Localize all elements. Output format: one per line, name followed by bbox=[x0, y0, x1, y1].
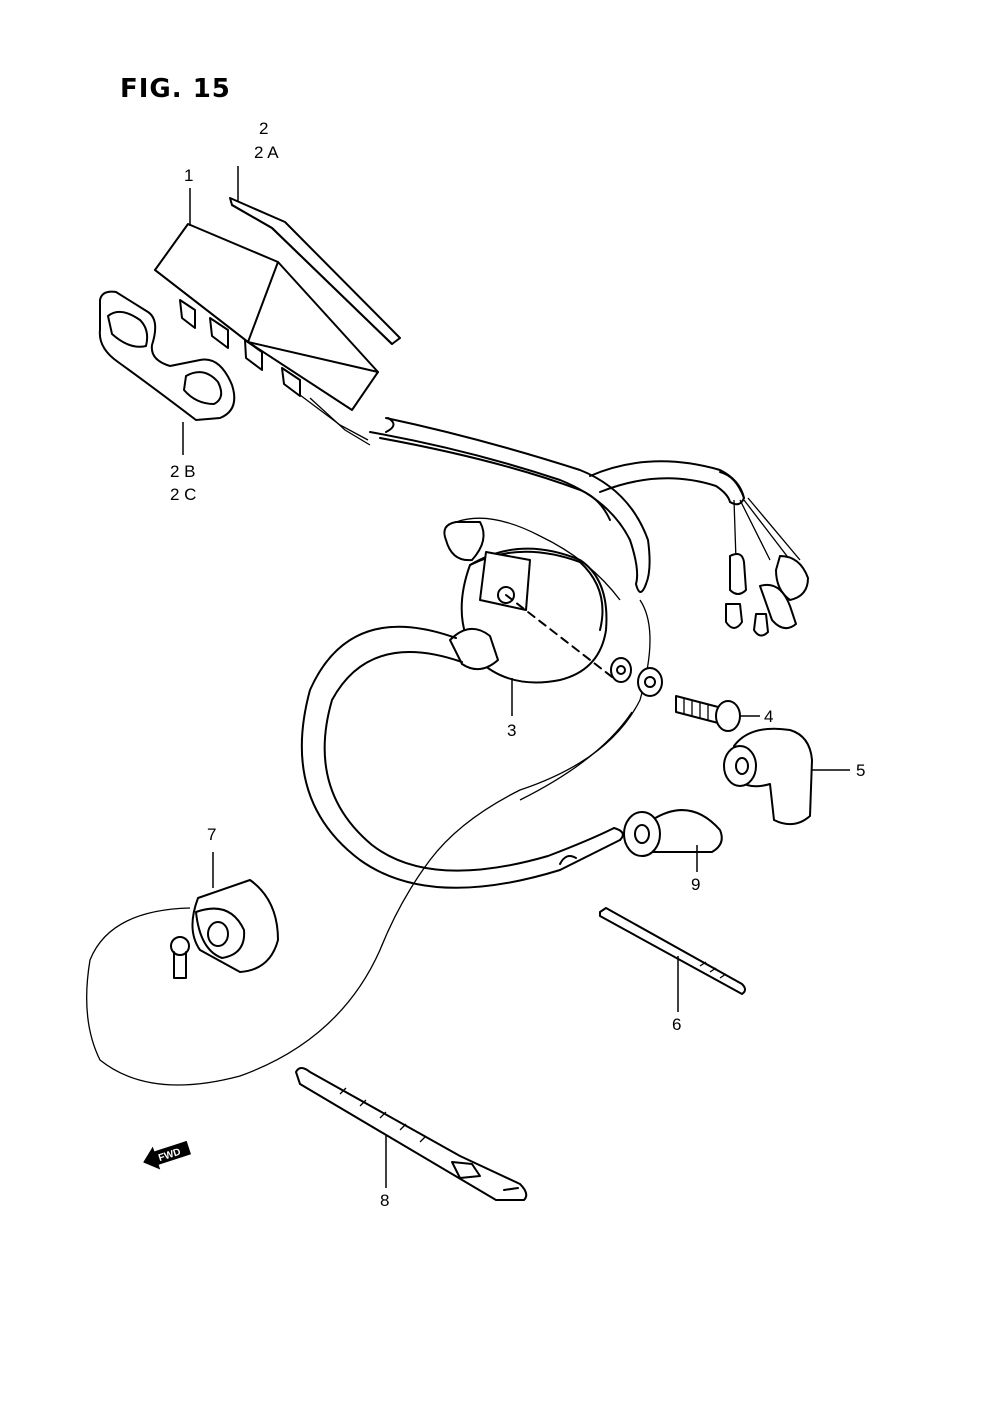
part-8-cable-tie bbox=[295, 1067, 528, 1201]
part-2-plate bbox=[229, 197, 401, 345]
part-7-clamp bbox=[170, 879, 279, 979]
callout-9: 9 bbox=[691, 875, 700, 894]
fwd-label: FWD bbox=[157, 1147, 182, 1165]
leader-lines bbox=[182, 166, 850, 1188]
part-6-cable-tie bbox=[599, 907, 746, 995]
callout-6: 6 bbox=[672, 1015, 681, 1034]
figure-title: FIG. 15 bbox=[120, 74, 231, 104]
callout-1: 1 bbox=[184, 166, 193, 185]
callout-2c: 2 C bbox=[170, 485, 196, 504]
washer-set bbox=[610, 657, 663, 697]
callout-2b: 2 B bbox=[170, 462, 196, 481]
ground-wire bbox=[86, 599, 651, 1086]
callout-labels: 1 2 2 A 2 B 2 C 3 4 5 6 7 8 9 bbox=[170, 119, 865, 1210]
part-2b-bracket bbox=[98, 290, 236, 421]
callout-4: 4 bbox=[764, 707, 773, 726]
wire-harness bbox=[369, 417, 809, 637]
callout-3: 3 bbox=[507, 721, 516, 740]
part-5-plug-cap bbox=[723, 727, 813, 826]
ht-lead bbox=[300, 625, 624, 889]
callout-8: 8 bbox=[380, 1191, 389, 1210]
part-4-screw bbox=[675, 695, 741, 732]
callout-5: 5 bbox=[856, 761, 865, 780]
callout-7: 7 bbox=[207, 825, 216, 844]
callout-2: 2 bbox=[259, 119, 268, 138]
part-9-boot bbox=[623, 809, 723, 857]
fwd-arrow-icon: FWD bbox=[143, 1140, 191, 1170]
callout-2a: 2 A bbox=[254, 143, 279, 162]
part-1-cdi-unit bbox=[154, 223, 379, 446]
part-3-ignition-coil bbox=[443, 517, 621, 684]
